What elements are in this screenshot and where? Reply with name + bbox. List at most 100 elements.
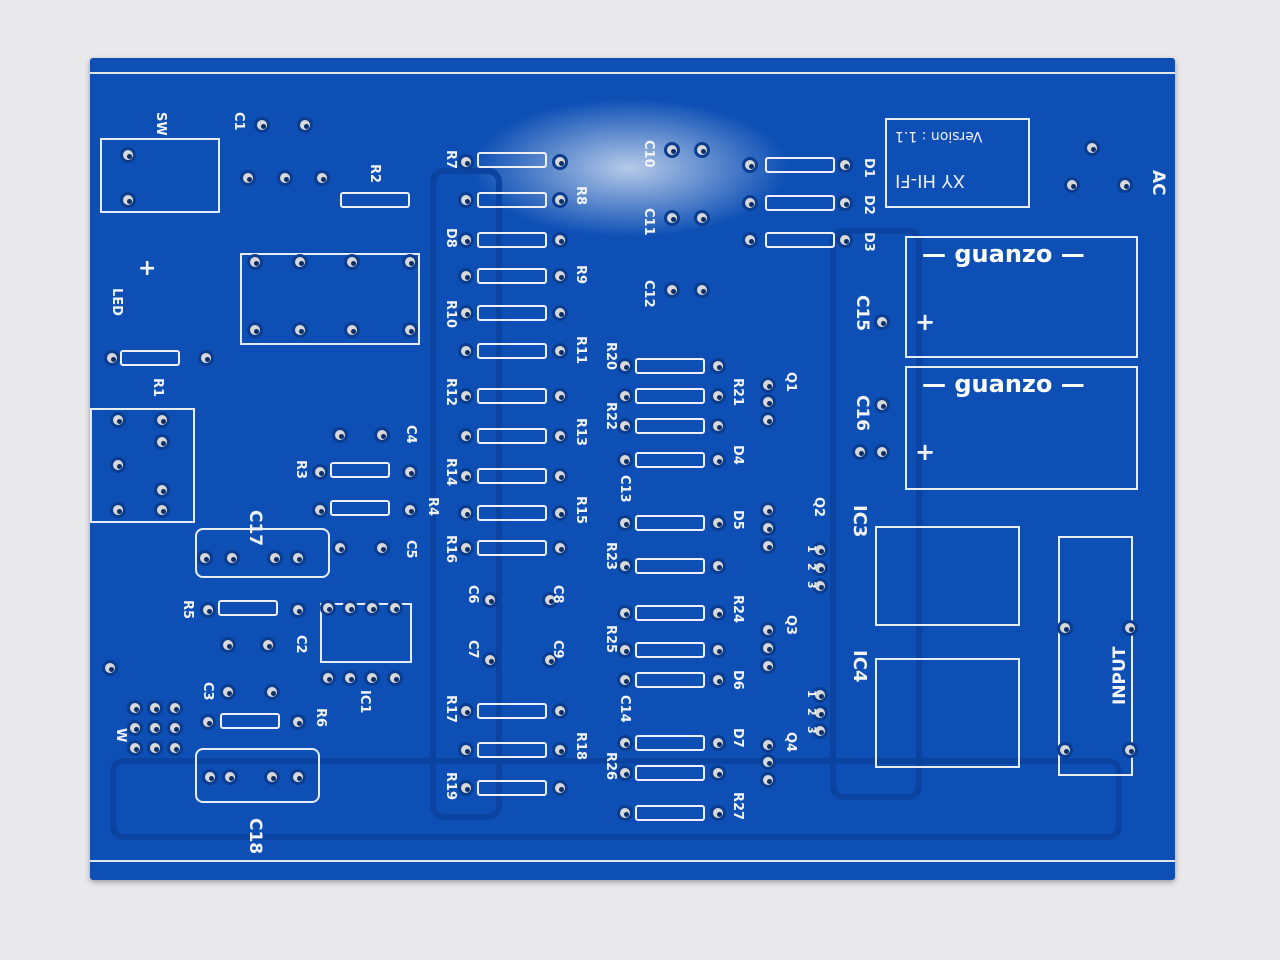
label-r3: R3 [293, 460, 308, 480]
board-outline-bottom [90, 860, 1175, 862]
solder-pad [1057, 620, 1073, 636]
label-c15: C15 [852, 295, 872, 332]
diode-body [635, 735, 705, 751]
resistor-body [477, 192, 547, 208]
solder-pad [710, 558, 726, 574]
solder-pad [874, 444, 890, 460]
label-r6: R6 [313, 708, 328, 728]
diode-body [765, 232, 835, 248]
resistor-body [635, 418, 705, 434]
resistor-body [477, 468, 547, 484]
solder-pad [292, 322, 308, 338]
solder-pad [542, 592, 558, 608]
solder-pad [260, 637, 276, 653]
solder-pad [344, 254, 360, 270]
solder-pad [710, 605, 726, 621]
solder-pad [812, 687, 828, 703]
solder-pad [812, 578, 828, 594]
label-sw: SW [153, 112, 168, 136]
label-c6: C6 [465, 585, 480, 604]
solder-pad [402, 502, 418, 518]
solder-pad [552, 268, 568, 284]
c17-outline [195, 528, 330, 578]
solder-pad [837, 157, 853, 173]
label-c16: C16 [852, 395, 872, 432]
solder-pad [320, 670, 336, 686]
resistor-body [477, 703, 547, 719]
solder-pad [760, 640, 776, 656]
solder-pad [617, 388, 633, 404]
label-r15: R15 [573, 496, 588, 525]
label-r22: R22 [603, 402, 618, 431]
solder-pad [104, 350, 120, 366]
logo-brand: XY [941, 170, 966, 191]
solder-pad [364, 670, 380, 686]
solder-pad [812, 723, 828, 739]
solder-pad [552, 305, 568, 321]
solder-pad [264, 684, 280, 700]
copper-trace [430, 168, 502, 820]
solder-pad [364, 600, 380, 616]
resistor-body [477, 388, 547, 404]
resistor-body [477, 540, 547, 556]
relay-outline [240, 253, 420, 345]
solder-pad [710, 642, 726, 658]
label-w: W [113, 728, 128, 743]
solder-pad [617, 452, 633, 468]
solder-pad [154, 482, 170, 498]
solder-pad [120, 192, 136, 208]
solder-pad [197, 550, 213, 566]
label-r5: R5 [180, 600, 195, 620]
label-r18: R18 [573, 732, 588, 761]
connector-outline [90, 408, 195, 523]
resistor-body [477, 428, 547, 444]
solder-pad [664, 142, 680, 158]
solder-pad [147, 700, 163, 716]
resistor-body [477, 780, 547, 796]
label-r8: R8 [573, 186, 588, 206]
solder-pad [617, 558, 633, 574]
solder-pad [760, 520, 776, 536]
solder-pad [458, 192, 474, 208]
solder-pad [710, 515, 726, 531]
solder-pad [617, 672, 633, 688]
label-q1: Q1 [783, 372, 798, 393]
copper-trace [830, 228, 922, 800]
ic3-pin-1: 1 [805, 545, 818, 553]
solder-pad [102, 660, 118, 676]
resistor-body [477, 268, 547, 284]
solder-pad [458, 232, 474, 248]
solder-pad [552, 232, 568, 248]
logo-box: Version : 1.1 XY HI-FI [885, 118, 1030, 208]
label-d2: D2 [861, 195, 876, 215]
solder-pad [617, 765, 633, 781]
capacitor-brand: — guanzo — [922, 370, 1085, 398]
solder-pad [617, 418, 633, 434]
solder-pad [342, 600, 358, 616]
solder-pad [617, 735, 633, 751]
label-r19: R19 [443, 772, 458, 801]
solder-pad [710, 418, 726, 434]
capacitor-c16-outline: — guanzo — [905, 366, 1138, 490]
solder-pad [710, 388, 726, 404]
resistor-body [635, 642, 705, 658]
solder-pad [482, 652, 498, 668]
solder-pad [458, 703, 474, 719]
label-r26: R26 [603, 752, 618, 781]
label-ac: AC [1148, 170, 1168, 196]
label-ic4: IC4 [849, 650, 870, 683]
solder-pad [314, 170, 330, 186]
solder-pad [458, 428, 474, 444]
diode-body [477, 232, 547, 248]
light-reflection [470, 98, 790, 238]
solder-pad [458, 305, 474, 321]
resistor-body [477, 152, 547, 168]
solder-pad [710, 805, 726, 821]
solder-pad [552, 428, 568, 444]
label-d1: D1 [861, 158, 876, 178]
solder-pad [127, 720, 143, 736]
solder-pad [110, 502, 126, 518]
solder-pad [387, 670, 403, 686]
solder-pad [297, 117, 313, 133]
solder-pad [267, 550, 283, 566]
